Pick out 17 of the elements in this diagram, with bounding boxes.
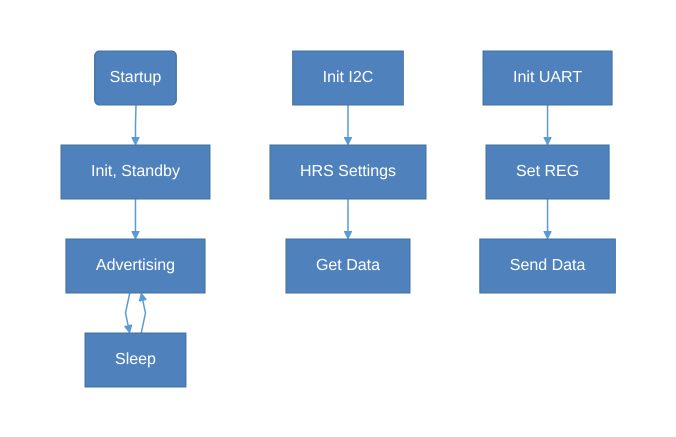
node-box: Set REG xyxy=(485,144,610,199)
arrow xyxy=(343,104,352,145)
arrow xyxy=(343,198,352,239)
arrow xyxy=(130,198,140,239)
node-box: Init I2C xyxy=(292,50,404,105)
node-box: Init UART xyxy=(482,50,612,105)
node-box: Send Data xyxy=(479,238,616,293)
node-box: Advertising xyxy=(65,238,206,293)
node-box: Sleep xyxy=(84,332,186,387)
arrow xyxy=(138,292,147,333)
arrow xyxy=(542,104,552,145)
arrow xyxy=(130,104,140,145)
node-box: Init, Standby xyxy=(60,144,210,199)
node-box: HRS Settings xyxy=(269,144,426,199)
arrow xyxy=(124,292,132,333)
node-box: Get Data xyxy=(285,238,410,293)
arrow xyxy=(542,198,552,239)
